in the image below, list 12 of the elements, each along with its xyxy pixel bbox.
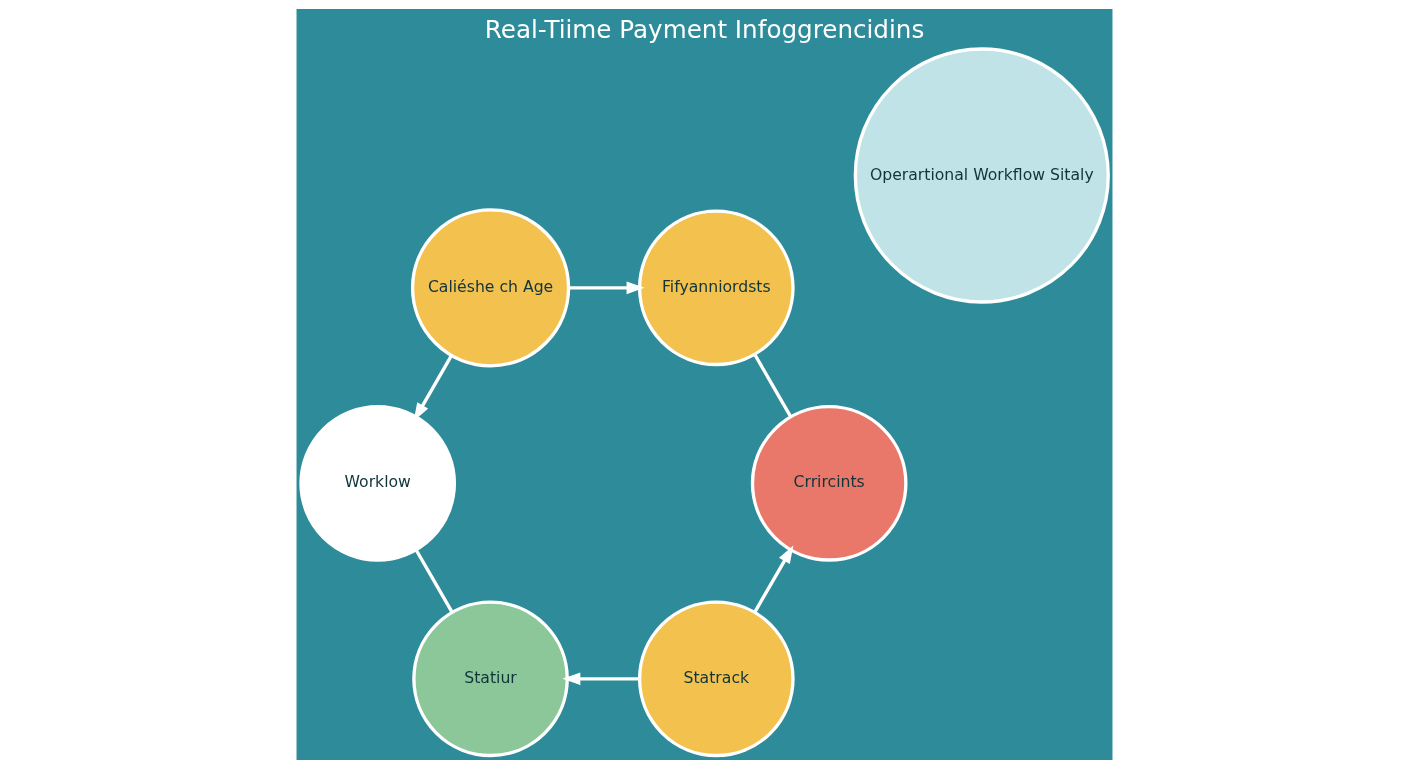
- node-circle: Caliéshe ch Age: [410, 207, 570, 367]
- node-circle: Statrack: [637, 600, 795, 757]
- node-circle: Worklow: [298, 404, 456, 562]
- connector: [752, 352, 792, 417]
- diagram-title: Real-Tiime Payment Infoggrencidins: [484, 14, 924, 44]
- node-circle: Fifyanniordsts: [637, 209, 795, 366]
- node-circle: Operartional Workflow Sitaly: [853, 46, 1110, 304]
- arrow: [568, 281, 645, 294]
- arrow: [752, 544, 793, 613]
- node-circle: Statiur: [411, 600, 569, 757]
- arrow: [561, 672, 640, 685]
- connector: [414, 548, 453, 613]
